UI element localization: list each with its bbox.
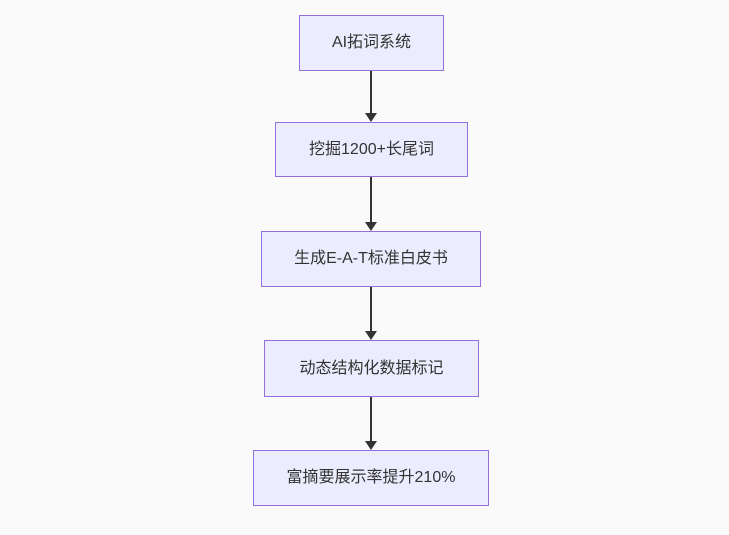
- flowchart-arrow-1: [364, 71, 378, 122]
- arrowhead-down-icon: [365, 113, 377, 122]
- arrow-line: [370, 177, 372, 222]
- flowchart-node-rich-snippet-result: 富摘要展示率提升210%: [253, 450, 489, 506]
- node-label: 挖掘1200+长尾词: [309, 140, 434, 158]
- flowchart-arrow-3: [364, 287, 378, 340]
- flowchart-node-structured-data-markup: 动态结构化数据标记: [264, 340, 479, 397]
- arrowhead-down-icon: [365, 441, 377, 450]
- flowchart-arrow-4: [364, 397, 378, 450]
- node-label: 生成E-A-T标准白皮书: [294, 250, 448, 268]
- flowchart-node-longtail-keywords: 挖掘1200+长尾词: [275, 122, 468, 177]
- arrowhead-down-icon: [365, 331, 377, 340]
- node-label: 富摘要展示率提升210%: [286, 469, 456, 487]
- flowchart-node-ai-keyword-system: AI拓词系统: [299, 15, 444, 71]
- arrow-line: [370, 71, 372, 113]
- arrowhead-down-icon: [365, 222, 377, 231]
- flowchart-arrow-2: [364, 177, 378, 231]
- arrow-line: [370, 287, 372, 331]
- flowchart-node-eat-whitepaper: 生成E-A-T标准白皮书: [261, 231, 481, 287]
- node-label: 动态结构化数据标记: [299, 359, 444, 377]
- arrow-line: [370, 397, 372, 441]
- node-label: AI拓词系统: [331, 34, 412, 52]
